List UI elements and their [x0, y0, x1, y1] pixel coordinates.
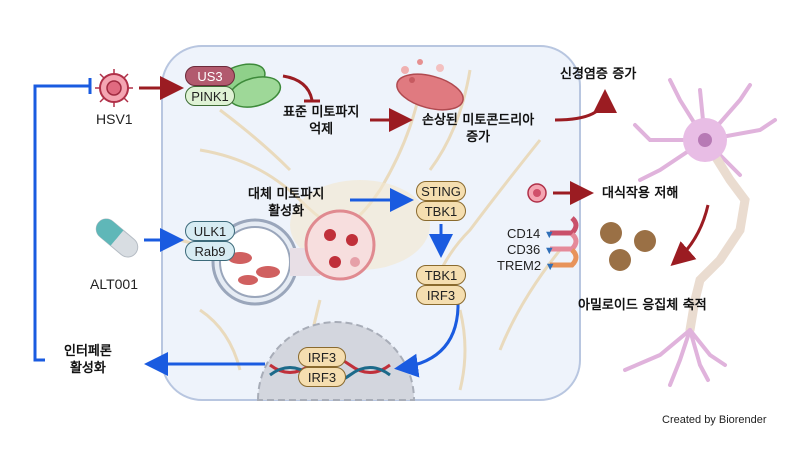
cd36-label: CD36 [507, 242, 541, 257]
receptor-trem2: TREM2 ▼ [497, 258, 556, 273]
sting-protein: STING [416, 181, 466, 201]
hsv1-virus-icon [95, 69, 133, 107]
virus-particle-icon [527, 183, 547, 203]
interferon-feedback-inhibition [33, 84, 90, 362]
phagocytosis-inhibition-label: 대식작용 저해 [602, 186, 679, 201]
damaged-line2: 증가 [466, 130, 491, 145]
damaged-mitochondria-icon [396, 59, 464, 111]
alternative-mitophagy-label: 대체 미토파지 활성화 [248, 186, 324, 220]
cd14-label: CD14 [507, 226, 541, 241]
interferon-line2: 활성화 [69, 361, 106, 376]
down-triangle-icon: ▼ [543, 229, 555, 241]
canonical-line2: 억제 [309, 122, 334, 137]
canonical-mitophagy-inhibition-label: 표준 미토파지 억제 [283, 104, 359, 138]
arrow-to-neuroinflammation [554, 89, 617, 122]
interferon-activation-label: 인터페론 활성화 [64, 343, 112, 377]
damaged-line1: 손상된 미토콘드리아 [422, 113, 535, 128]
damaged-mitochondria-label: 손상된 미토콘드리아 증가 [422, 112, 534, 146]
neuroinflammation-label: 신경염증 증가 [560, 67, 637, 82]
lysosome-icon [304, 209, 376, 281]
ulk1-protein: ULK1 [185, 221, 235, 241]
trem2-label: TREM2 [497, 258, 542, 273]
receptor-cd14: CD14 ▼ [507, 226, 555, 241]
drug-capsule-icon [95, 218, 139, 258]
rab9-protein: Rab9 [185, 241, 235, 261]
arrow-irf3-to-nucleus [394, 299, 460, 378]
credit-text: Created by Biorender [662, 414, 767, 426]
autophagosome-icon [211, 218, 320, 306]
irf3-dimer-top: IRF3 [298, 347, 346, 367]
tbk1-protein: TBK1 [416, 201, 466, 221]
tbk1-protein-2: TBK1 [416, 265, 466, 285]
amyloid-accumulation-label: 아밀로이드 응집체 축적 [578, 298, 707, 313]
irf3-protein: IRF3 [416, 285, 466, 305]
down-triangle-icon: ▼ [543, 245, 555, 257]
down-triangle-icon: ▼ [544, 261, 556, 273]
arrow-to-amyloid [670, 204, 710, 266]
receptor-icons [550, 216, 579, 268]
canonical-line1: 표준 미토파지 [283, 105, 360, 120]
receptor-cd36: CD36 ▼ [507, 242, 555, 257]
pink1-protein: PINK1 [185, 86, 235, 106]
interferon-line1: 인터페론 [64, 344, 112, 359]
alt001-label: ALT001 [90, 276, 138, 292]
irf3-dimer-bottom: IRF3 [298, 367, 346, 387]
alt-line2: 활성화 [268, 204, 305, 219]
alt-line1: 대체 미토파지 [248, 187, 325, 202]
us3-protein: US3 [185, 66, 235, 86]
hsv1-label: HSV1 [96, 111, 133, 127]
amyloid-plaque-icon [600, 222, 656, 271]
inhibit-canonical-mitophagy [282, 74, 314, 101]
neuron-nucleus [698, 133, 712, 147]
